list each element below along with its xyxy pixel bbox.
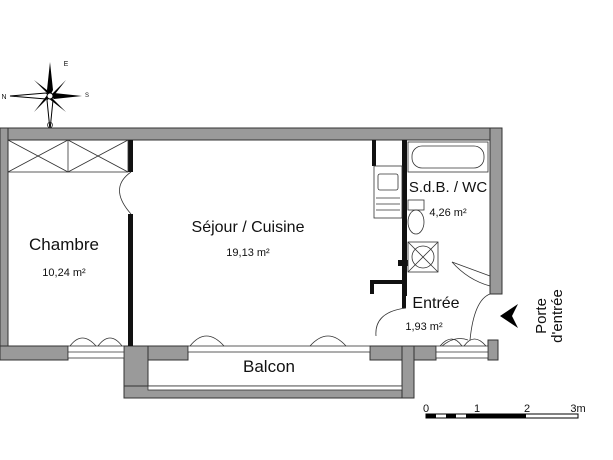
scale-tick-0: 0 [423, 403, 429, 415]
scale-tick-3: 3m [570, 403, 585, 415]
wardrobe [7, 139, 129, 173]
kitchen-sink [373, 165, 403, 219]
interior-walls [128, 140, 408, 346]
room-area-sejour: 19,13 m² [226, 247, 270, 259]
washing-machine [407, 241, 439, 273]
room-name-sdb: S.d.B. / WC [409, 179, 488, 196]
entrance-label: Porte d'entrée [533, 289, 566, 343]
compass-south-label: S [85, 93, 89, 99]
entrance-label-line2: d'entrée [549, 289, 566, 343]
room-name-entree: Entrée [412, 295, 459, 312]
scale-tick-2: 2 [524, 403, 530, 415]
room-area-entree: 1,93 m² [405, 321, 443, 333]
room-area-chambre: 10,24 m² [42, 267, 86, 279]
room-name-sejour: Séjour / Cuisine [192, 219, 305, 236]
entrance-arrow-icon [500, 304, 518, 328]
windows [67, 335, 489, 391]
watermark-logo: leboncoin [10, 11, 74, 28]
room-name-balcon: Balcon [243, 357, 295, 376]
compass-rose-icon: O E N S [1, 61, 89, 131]
compass-west-label: O [47, 121, 53, 130]
entrance-label-line1: Porte [533, 298, 550, 334]
room-name-chambre: Chambre [29, 235, 99, 254]
bathtub [407, 141, 489, 173]
compass-east-label: E [64, 61, 69, 68]
scale-tick-1: 1 [474, 403, 480, 415]
toilet [407, 199, 425, 235]
chambre-door [119, 171, 132, 215]
scale-bar: 0 1 2 3m [423, 403, 586, 419]
compass-north-label: N [1, 94, 6, 101]
room-area-sdb: 4,26 m² [429, 207, 467, 219]
